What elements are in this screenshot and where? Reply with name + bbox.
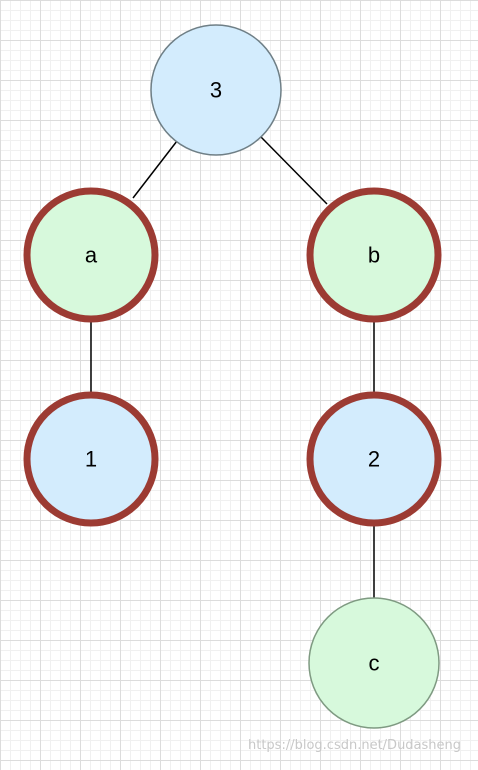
node-a: a bbox=[23, 187, 159, 323]
node-2-label: 2 bbox=[368, 447, 380, 472]
edge-3-b bbox=[260, 136, 328, 205]
watermark: https://blog.csdn.net/Dudasheng bbox=[248, 738, 462, 753]
node-2: 2 bbox=[306, 391, 442, 527]
node-1-circle bbox=[23, 391, 159, 527]
node-b: b bbox=[306, 187, 442, 323]
node-a-circle bbox=[23, 187, 159, 323]
node-1-label: 1 bbox=[85, 447, 97, 472]
node-2-circle bbox=[306, 391, 442, 527]
edge-3-a bbox=[132, 140, 178, 199]
node-3-label: 3 bbox=[210, 78, 222, 103]
node-c: c bbox=[308, 597, 440, 729]
node-1: 1 bbox=[23, 391, 159, 527]
node-3-circle bbox=[150, 24, 282, 156]
node-a-label: a bbox=[85, 243, 98, 268]
node-c-circle bbox=[308, 597, 440, 729]
node-b-circle bbox=[306, 187, 442, 323]
node-c-label: c bbox=[369, 651, 380, 676]
node-3: 3 bbox=[150, 24, 282, 156]
node-b-label: b bbox=[368, 243, 380, 268]
